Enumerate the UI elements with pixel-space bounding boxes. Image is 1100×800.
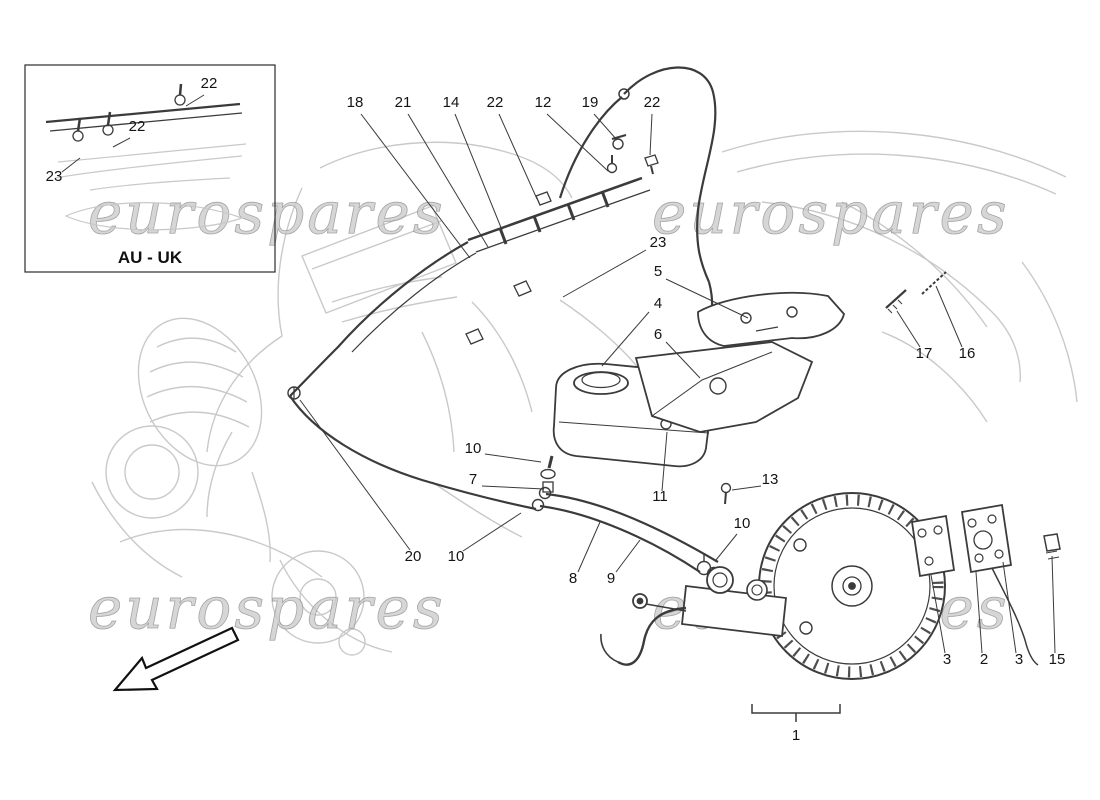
- screw-art: [885, 271, 947, 314]
- leader-line: [615, 539, 641, 573]
- callout-label: 5: [654, 263, 662, 280]
- callout-label: 10: [734, 515, 751, 532]
- callout-label: 10: [465, 440, 482, 457]
- callout-label: 12: [535, 94, 552, 111]
- inset-engine-sketch: [54, 143, 247, 231]
- inset-diagram: AU - UK: [24, 64, 276, 273]
- callout-label: 22: [644, 94, 661, 111]
- leader-line: [661, 431, 668, 492]
- callout-label: 7: [469, 471, 477, 488]
- leader-line: [484, 453, 542, 463]
- callout-label: 4: [654, 295, 662, 312]
- callout-label: 11: [652, 488, 668, 505]
- leader-line: [454, 113, 503, 231]
- brake-pipes: [531, 486, 722, 582]
- leader-line: [546, 113, 609, 172]
- watermark-text: eurospares: [88, 179, 446, 247]
- leader-line: [407, 113, 489, 248]
- callout-label: 6: [654, 326, 662, 343]
- leader-line: [935, 285, 963, 348]
- gasket-plates: [910, 503, 1061, 666]
- callout-label: 3: [1015, 651, 1023, 668]
- callout-label: 3: [943, 651, 951, 668]
- leader-line: [665, 278, 749, 319]
- leader-line: [562, 249, 647, 298]
- callout-label: 13: [762, 471, 779, 488]
- callout-label: 22: [129, 118, 146, 135]
- leader-line: [665, 341, 701, 379]
- callout-label: 10: [448, 548, 465, 565]
- callout-label: 2: [980, 651, 988, 668]
- callout-label: 16: [959, 345, 976, 362]
- leader-line: [185, 94, 205, 107]
- inset-border: [24, 64, 276, 273]
- callout-label: 23: [46, 168, 63, 185]
- leader-line: [481, 485, 545, 490]
- inset-fuel-rail-art: [45, 83, 243, 142]
- callout-label: 9: [607, 570, 615, 587]
- callout-label: 14: [443, 94, 460, 111]
- leader-line: [975, 571, 983, 654]
- leader-line: [649, 113, 653, 156]
- callout-label: 20: [405, 548, 422, 565]
- leader-line: [731, 485, 762, 491]
- leader-line: [593, 113, 618, 141]
- leader-line: [601, 311, 650, 367]
- leader-line: [112, 137, 131, 148]
- bolt-art: [720, 482, 732, 505]
- leader-line: [930, 574, 946, 654]
- master-cylinder: [600, 566, 787, 666]
- leader-line: [1051, 555, 1056, 654]
- heat-shield: [634, 341, 814, 433]
- callout-label: 21: [395, 94, 412, 111]
- brake-servo: [758, 492, 946, 680]
- leader-line: [299, 399, 411, 551]
- callout-label: 23: [650, 234, 667, 251]
- mounting-bracket: [697, 291, 845, 347]
- watermark-text: eurospares: [88, 574, 446, 642]
- callout-label: 19: [582, 94, 599, 111]
- callout-label: 1: [792, 727, 800, 744]
- leader-line: [360, 113, 471, 259]
- leader-line: [498, 113, 538, 200]
- engine-line-art: [91, 130, 1078, 656]
- watermark-text: eurospares: [652, 179, 1010, 247]
- leader-line: [896, 310, 921, 348]
- callout-label: 18: [347, 94, 364, 111]
- callout-label: 17: [916, 345, 933, 362]
- leader-line: [577, 521, 601, 573]
- inset-variant-label: AU - UK: [118, 248, 183, 267]
- leader-line: [462, 512, 522, 552]
- leader-line: [61, 157, 81, 173]
- fuel-rail-art: [465, 134, 659, 345]
- highlighted-parts-art: [287, 66, 1061, 722]
- callout-label: 22: [487, 94, 504, 111]
- hose-art: [287, 66, 717, 511]
- leader-line: [1002, 561, 1017, 654]
- direction-arrow: [112, 626, 240, 692]
- callout-label: 15: [1049, 651, 1066, 668]
- watermark-layer: eurospareseurospareseurospareseurospares: [88, 179, 1010, 643]
- callout-label: 8: [569, 570, 577, 587]
- leader-lines-layer: [61, 94, 1056, 654]
- callout-label: 22: [201, 75, 218, 92]
- group-bracket: [751, 704, 841, 722]
- leader-line: [715, 533, 738, 561]
